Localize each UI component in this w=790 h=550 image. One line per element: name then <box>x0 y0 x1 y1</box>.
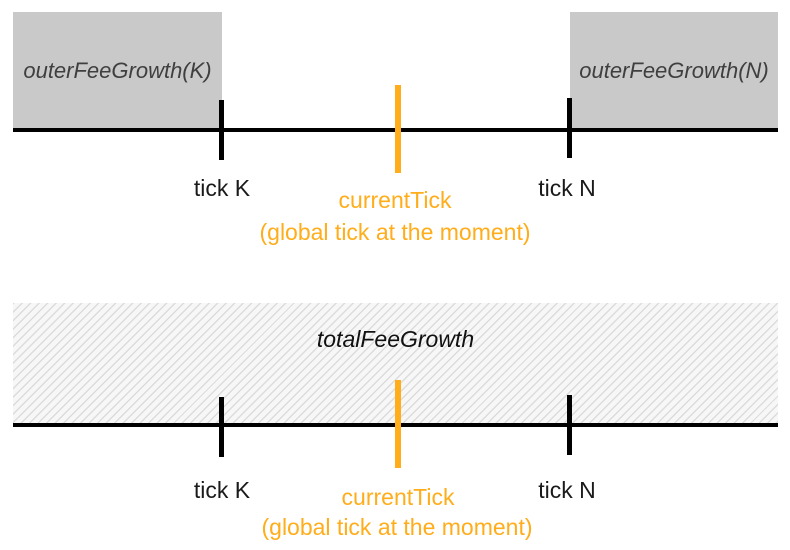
top-current-tick-mark <box>395 85 401 173</box>
total-fee-growth-label: totalFeeGrowth <box>316 326 475 352</box>
bottom-current-tick-label: currentTick <box>341 484 455 510</box>
bottom-current-tick-note: (global tick at the moment) <box>261 514 533 540</box>
top-current-tick-note: (global tick at the moment) <box>259 219 531 245</box>
bottom-tick-n-mark <box>567 395 572 455</box>
bottom-tick-k-label: tick K <box>193 477 251 503</box>
top-tick-k-label: tick K <box>193 175 251 201</box>
outer-fee-growth-n-label: outerFeeGrowth(N) <box>579 58 769 83</box>
outer-fee-growth-k-box: outerFeeGrowth(K) <box>13 12 222 130</box>
bottom-tick-n-label: tick N <box>538 477 596 503</box>
top-tick-n-label: tick N <box>538 175 596 201</box>
bottom-current-tick-mark <box>395 380 401 468</box>
outer-fee-growth-k-label: outerFeeGrowth(K) <box>23 58 212 83</box>
outer-fee-growth-n-box: outerFeeGrowth(N) <box>570 12 778 130</box>
top-tick-n-mark <box>567 98 572 158</box>
bottom-tick-k-mark <box>219 397 224 457</box>
top-tick-k-mark <box>219 100 224 160</box>
top-current-tick-label: currentTick <box>338 187 452 213</box>
